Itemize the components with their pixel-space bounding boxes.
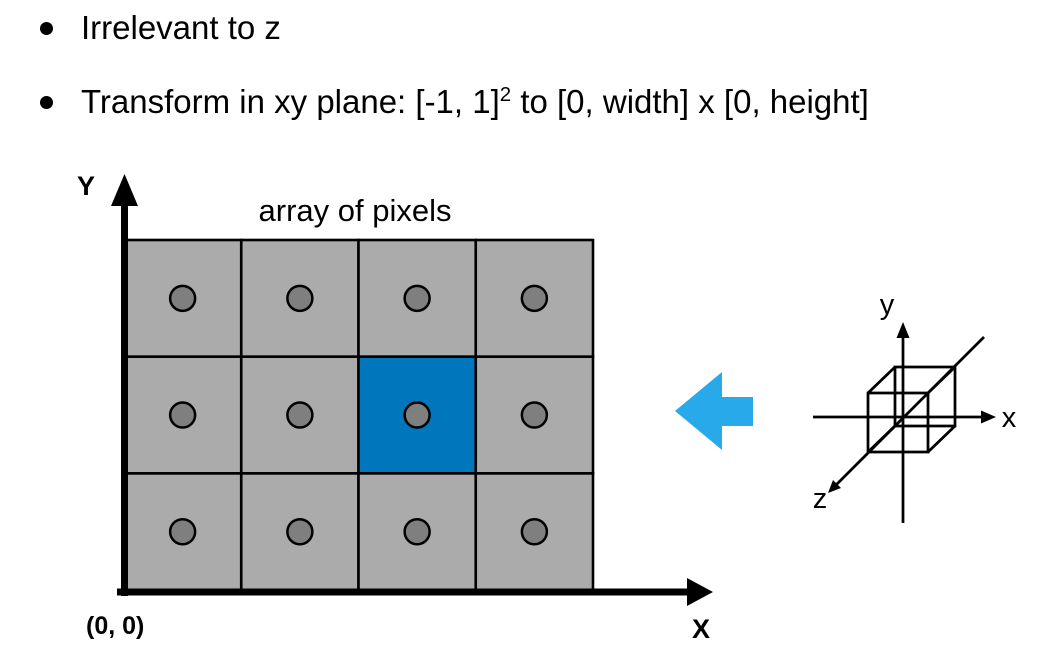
pixel-sample-dot-icon	[286, 401, 314, 429]
pixel-sample-dot-icon	[403, 518, 431, 546]
bullet-item: Transform in xy plane: [-1, 1]2 to [0, w…	[40, 82, 869, 122]
pixel-sample-dot-icon	[168, 284, 197, 313]
bullet-marker-icon	[40, 96, 53, 109]
pixel-sample-dot-icon	[520, 518, 549, 546]
cube-edge	[927, 425, 956, 453]
pixel-grid-title: array of pixels	[259, 193, 452, 228]
pixel-sample-dot-icon	[403, 284, 431, 313]
pixel-sample-dot-icon	[168, 401, 197, 429]
cube-edge	[867, 366, 896, 394]
bullet-text: Transform in xy plane: [-1, 1]2 to [0, w…	[81, 83, 869, 120]
cube-z-axis-line	[835, 336, 985, 486]
pixel-sample-dot-icon	[168, 518, 197, 546]
y-axis-arrowhead-icon	[111, 174, 138, 206]
cube-y-axis-arrowhead-icon	[896, 322, 910, 338]
pixel-sample-dot-icon	[403, 401, 431, 429]
bullet-marker-icon	[40, 22, 53, 35]
cube-x-axis-arrowhead-icon	[981, 410, 996, 424]
pixel-sample-dot-icon	[520, 284, 549, 313]
cube-edge	[867, 425, 896, 453]
bullet-text: Irrelevant to z	[81, 9, 281, 46]
ndc-cube-diagram	[813, 322, 996, 523]
pixel-cell	[122, 238, 243, 358]
cube-edge	[927, 366, 956, 394]
cube-front-face	[866, 391, 930, 454]
pixel-sample-dot-icon	[286, 284, 314, 313]
y-axis-label: Y	[77, 171, 95, 201]
pixel-sample-dot-icon	[520, 401, 549, 429]
pixel-grid	[122, 238, 595, 592]
x-axis-arrowhead-icon	[687, 578, 713, 606]
x-axis-label: X	[692, 614, 710, 644]
origin-label: (0, 0)	[86, 612, 144, 640]
left-block-arrow-icon	[675, 372, 753, 450]
cube-z-axis-label: z	[813, 483, 828, 515]
pixel-sample-dot-icon	[286, 518, 314, 546]
cube-back-face	[893, 365, 957, 428]
cube-y-axis-label: y	[880, 289, 895, 321]
cube-x-axis-label: x	[1002, 402, 1017, 434]
bullet-item: Irrelevant to z	[40, 8, 281, 48]
cube-z-axis-arrowhead-icon	[828, 480, 841, 493]
